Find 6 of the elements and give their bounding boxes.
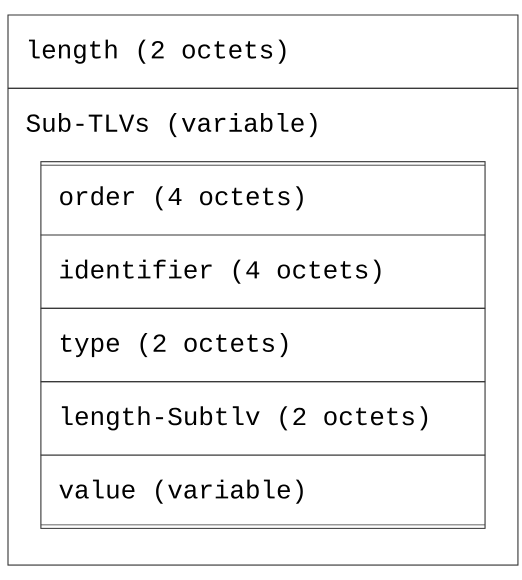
field-box: order (4 octets) xyxy=(40,161,486,236)
field-box: length (2 octets) xyxy=(7,14,518,89)
field-box: length-Subtlv (2 octets) xyxy=(40,381,486,456)
field-box: type (2 octets) xyxy=(40,308,486,382)
field-box: identifier (4 octets) xyxy=(40,234,486,309)
field-box: value (variable) xyxy=(40,454,486,529)
